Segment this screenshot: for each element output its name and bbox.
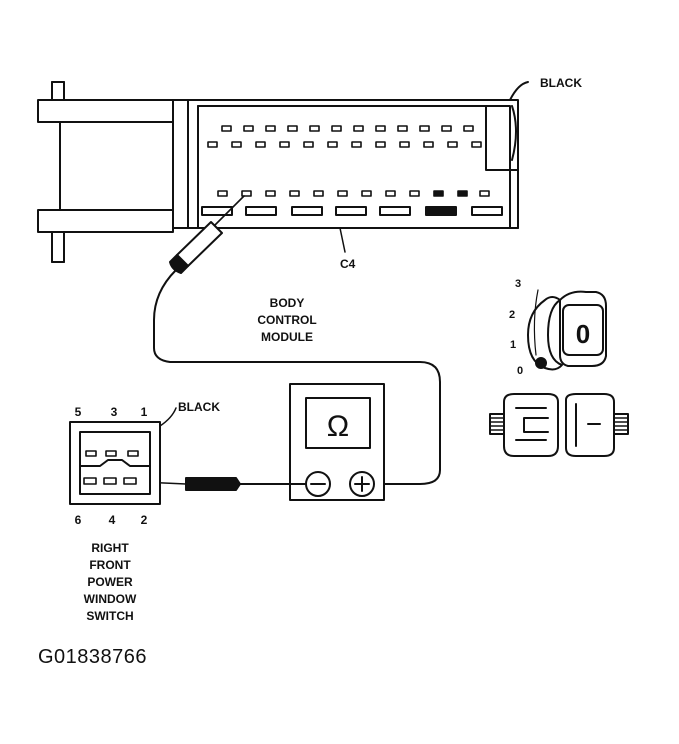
ignition-position-1: 1: [510, 339, 516, 351]
switch-name-line5: SWITCH: [86, 609, 133, 623]
bcm-name-line1: BODY: [270, 296, 305, 310]
ignition-position-0: 0: [517, 365, 523, 377]
switch-pin-2: 2: [141, 513, 148, 527]
ignition-position-2: 2: [509, 309, 515, 321]
window-switch-connector: [69, 407, 177, 505]
bcm-connector-c4: [37, 81, 529, 263]
test-probe-bcm: [153, 195, 441, 485]
switch-plug-assembly: [489, 393, 629, 457]
bcm-name-line3: MODULE: [261, 330, 313, 344]
bcm-name-line2: CONTROL: [257, 313, 316, 327]
switch-name-line3: POWER: [87, 575, 133, 589]
switch-name-line2: FRONT: [89, 558, 131, 572]
figure-code: G01838766: [38, 646, 148, 668]
switch-pin-5: 5: [75, 405, 82, 419]
switch-pin-4: 4: [109, 513, 116, 527]
bcm-connector-id-label: C4: [340, 257, 356, 271]
ohmmeter: [289, 383, 385, 501]
switch-pin-3: 3: [111, 405, 118, 419]
ignition-position-3: 3: [515, 278, 521, 290]
ignition-key-symbol: 0: [576, 319, 590, 349]
ohm-symbol-icon: Ω: [327, 410, 349, 443]
bcm-connector-color-label: BLACK: [540, 76, 582, 90]
switch-pin-1: 1: [141, 405, 148, 419]
switch-name-line4: WINDOW: [84, 592, 137, 606]
test-probe-switch: [141, 477, 307, 491]
ignition-switch: [527, 289, 607, 371]
switch-name-line1: RIGHT: [91, 541, 129, 555]
switch-pin-6: 6: [75, 513, 82, 527]
switch-connector-color-label: BLACK: [178, 400, 220, 414]
